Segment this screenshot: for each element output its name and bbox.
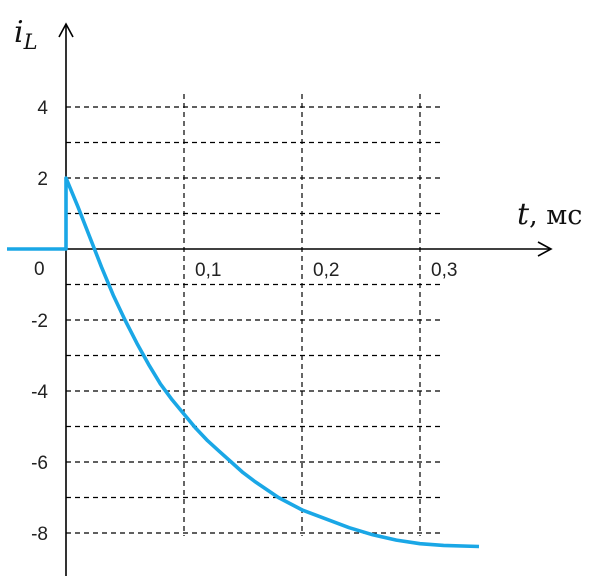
x-tick-label: 0,2 <box>313 260 339 281</box>
series-line-0 <box>7 176 480 549</box>
x-tick-label: 0,3 <box>431 260 457 281</box>
y-tick-label: -4 <box>31 382 48 403</box>
y-axis-label: iL <box>14 15 38 54</box>
x-axis-unit: , мс <box>529 200 582 231</box>
grid <box>66 94 442 536</box>
x-axis-label-main: t <box>517 197 530 232</box>
x-axis-label: t, мс <box>517 197 582 232</box>
x-tick-label: 0,1 <box>195 260 221 281</box>
y-tick-label: 2 <box>37 169 48 190</box>
y-tick-label: -8 <box>31 524 48 545</box>
tick-labels: 4 2 -2 -4 -6 -8 0,1 0,2 0,3 <box>31 98 457 545</box>
y-tick-label: -6 <box>31 453 48 474</box>
y-tick-label: -2 <box>31 311 48 332</box>
series-layer <box>7 176 480 549</box>
origin-label: 0 <box>34 259 45 280</box>
y-axis-label-subscript: L <box>23 30 38 54</box>
y-tick-label: 4 <box>37 98 48 119</box>
y-axis-label-main: i <box>14 15 24 50</box>
